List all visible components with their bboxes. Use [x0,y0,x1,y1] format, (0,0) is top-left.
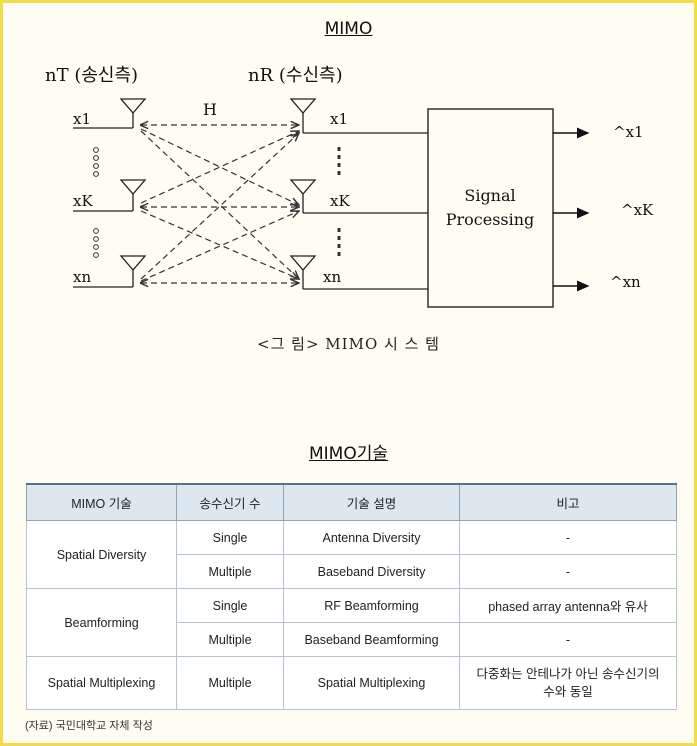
signal-processing-line-1: Signal [464,186,515,205]
output-label-1: ^x1 [613,123,644,141]
cell-count: Multiple [176,656,284,710]
tx-antenna-icon-1 [119,98,147,128]
table-row: Multiple Baseband Beamforming - [27,622,677,657]
channel-path-1-n [140,130,299,279]
cell-note: phased array antenna와 유사 [459,588,677,623]
cell-count: Single [176,588,284,623]
tx-input-label-1: x1 [73,110,91,128]
output-label-k: ^xK [621,201,654,219]
mimo-technology-table: MIMO 기술 송수신기 수 기술 설명 비고 Spatial Diversit… [26,483,677,710]
tx-antenna-icon-k [119,179,147,211]
cell-note-line-1: 다중화는 안테나가 아닌 송수신기의 [476,667,660,681]
channel-path-n-1 [140,133,299,280]
channel-path-n-k [140,211,299,282]
header-remarks: 비고 [459,483,677,521]
rx-node-label-n: xn [323,268,341,286]
table-row: Multiple Baseband Diversity - [27,554,677,589]
cell-note: - [459,520,677,555]
source-note: (자료) 국민대학교 자체 작성 [25,720,153,732]
cell-tech: Spatial Multiplexing [26,656,177,710]
table-header-row: MIMO 기술 송수신기 수 기술 설명 비고 [26,483,677,521]
table-row: Spatial Multiplexing Multiple Spatial Mu… [26,656,677,710]
figure-caption: <그 림> MIMO 시 스 템 [257,335,440,353]
mimo-system-diagram: nT (송신측) nR (수신측) H x1 xK xn [45,65,654,308]
rx-node-label-1: x1 [330,110,348,128]
table-title: MIMO기술 [308,444,388,464]
cell-desc: Baseband Beamforming [283,622,460,657]
header-tech-description: 기술 설명 [283,483,460,521]
cell-count: Single [176,520,284,555]
signal-processing-line-2: Processing [446,210,535,229]
channel-path-k-1 [140,131,299,204]
signal-processing-block [427,108,554,308]
tx-input-label-k: xK [73,192,93,210]
header-mimo-tech: MIMO 기술 [26,483,177,521]
tx-input-label-n: xn [73,268,91,286]
receiver-label: nR (수신측) [248,65,343,86]
rx-node-label-k: xK [330,192,350,210]
cell-note: - [459,622,677,657]
output-label-n: ^xn [610,273,641,291]
cell-note-line-2: 수와 동일 [543,685,593,699]
cell-note: - [459,554,677,589]
cell-desc: Antenna Diversity [283,520,460,555]
header-transceiver-count: 송수신기 수 [176,483,284,521]
rx-antenna-icon-1 [289,98,317,133]
diagram-title: MIMO [324,19,373,39]
channel-path-k-n [140,210,299,279]
table-row: Beamforming Single RF Beamforming phased… [26,588,677,657]
cell-count: Multiple [176,622,284,657]
cell-tech: Spatial Diversity [26,520,177,589]
cell-desc: Spatial Multiplexing [283,656,460,710]
table-row: Spatial Diversity Single Antenna Diversi… [26,520,677,589]
tx-dots-upper [93,147,99,177]
channel-path-1-k [140,128,299,205]
cell-note: 다중화는 안테나가 아닌 송수신기의 수와 동일 [459,656,677,710]
channel-matrix-label: H [203,100,217,119]
tx-antenna-icon-n [119,255,147,287]
cell-desc: RF Beamforming [283,588,460,623]
cell-tech: Beamforming [26,588,177,657]
rx-antenna-icon-n [289,255,317,289]
cell-count: Multiple [176,554,284,589]
cell-desc: Baseband Diversity [283,554,460,589]
tx-dots-lower [93,228,99,258]
transmitter-label: nT (송신측) [45,65,138,86]
rx-antenna-icon-k [289,179,317,213]
